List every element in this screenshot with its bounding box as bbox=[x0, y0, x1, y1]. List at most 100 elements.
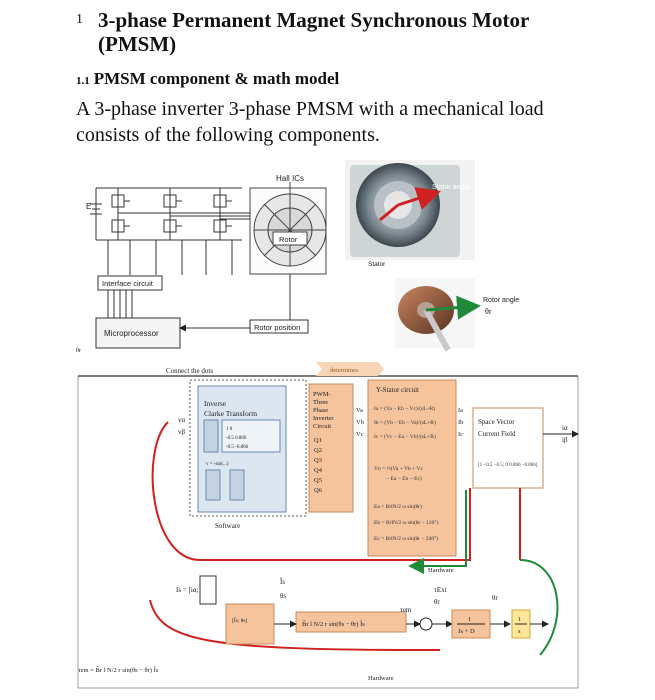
ic-label: Ic bbox=[458, 431, 463, 438]
hardware-label-upper: Hardware bbox=[428, 567, 454, 574]
svg-text:Vn = ⅓(Va + Vb + Vc: Vn = ⅓(Va + Vb + Vc bbox=[374, 465, 424, 472]
microprocessor-box bbox=[95, 317, 181, 349]
pwm-line-3: Phase bbox=[313, 407, 328, 414]
svg-text:Ea = BrlN/2 ω sin(θr): Ea = BrlN/2 ω sin(θr) bbox=[374, 503, 422, 510]
q4-label: Q4 bbox=[314, 467, 323, 474]
space-vector-title-2: Current Field bbox=[478, 430, 516, 438]
torque-formula: B̂r l N/2 r sin(θs − θr) Îs bbox=[302, 620, 365, 628]
theta-r-small: θr bbox=[434, 598, 440, 606]
vc-label: Vc bbox=[356, 431, 364, 438]
rotor-position-box bbox=[249, 319, 309, 334]
stator-circuit-title: Y-Stator circuit bbox=[376, 386, 419, 394]
pwm-line-2: Three bbox=[313, 399, 328, 406]
dc-source-label: E bbox=[86, 202, 91, 211]
subsection-title: PMSM component & math model bbox=[93, 69, 340, 88]
determines-label: determines bbox=[330, 367, 359, 374]
int-numerator: 1 bbox=[518, 616, 521, 623]
q3-label: Q3 bbox=[314, 457, 322, 464]
software-region bbox=[189, 379, 307, 517]
switch-labels: Q1 Q2 Q3 Q4 Q5 Q6 bbox=[314, 437, 323, 494]
pwm-inverter-block bbox=[308, 383, 354, 513]
ia-label: Ia bbox=[458, 407, 463, 414]
inverse-clarke-title-1: Inverse bbox=[204, 399, 227, 408]
red-feedback-wire bbox=[151, 421, 471, 561]
motor-drawing bbox=[249, 182, 327, 275]
q2-label: Q2 bbox=[314, 447, 322, 454]
red-lower-wire bbox=[149, 599, 440, 651]
theta-s-label: θs bbox=[280, 592, 286, 600]
interface-circuit-label: Interface circuit bbox=[102, 279, 154, 288]
stator-photo bbox=[345, 160, 475, 260]
space-vector-block bbox=[472, 407, 544, 489]
rotor-photo bbox=[395, 278, 481, 352]
svg-text:Eb = BrlN/2 ω sin(θr − 120°): Eb = BrlN/2 ω sin(θr − 120°) bbox=[374, 519, 439, 526]
i-beta-out: iβ bbox=[562, 436, 568, 444]
is-hat-label: Îs bbox=[280, 578, 285, 586]
svg-text:Ia = (Va − Eb − Vc)/(sL+R): Ia = (Va − Eb − Vc)/(sL+R) bbox=[374, 405, 435, 412]
i-alpha-out: iα bbox=[562, 424, 568, 432]
tf-numerator: 1 bbox=[468, 616, 471, 623]
rotor-angle-symbol: θr bbox=[485, 307, 492, 316]
theta-r-out: θr bbox=[492, 594, 498, 602]
svg-text:-0.5 -0.866: -0.5 -0.866 bbox=[226, 445, 249, 450]
inverter-schematic bbox=[90, 187, 254, 275]
pwm-label-lines: PWM- Three Phase Inverter Circuit bbox=[313, 391, 334, 430]
pwm-line-5: Circuit bbox=[313, 423, 331, 430]
ib-label: Ib bbox=[458, 419, 463, 426]
stator-circuit-block bbox=[367, 379, 457, 557]
torque-equation-margin: τem = B̂r l N/2 r sin(θs − θr) Îs bbox=[78, 666, 159, 674]
tf-denominator: Js + D bbox=[458, 628, 475, 635]
v-beta-label: vβ bbox=[178, 428, 186, 436]
body-paragraph: A 3-phase inverter 3-phase PMSM with a m… bbox=[76, 98, 544, 146]
is-vector-label: Is = [iα; iβ] bbox=[176, 586, 208, 594]
inverse-clarke-title-2: Clarke Transform bbox=[204, 409, 257, 418]
tau-em-label: τem bbox=[400, 606, 412, 614]
inverter-leg-2 bbox=[163, 188, 182, 240]
subsection-number: 1.1 bbox=[76, 75, 90, 87]
stator-angle-label: Stator angle bbox=[432, 184, 470, 191]
svg-text:1 0: 1 0 bbox=[226, 427, 233, 432]
tau-ext-label: τExt bbox=[434, 586, 447, 594]
stator-label: Stator bbox=[368, 261, 386, 268]
svg-text:-0.5 0.866: -0.5 0.866 bbox=[226, 436, 247, 441]
stator-equations: Ia = (Va − Eb − Vc)/(sL+R) Ib = (Vb − Eb… bbox=[374, 405, 439, 542]
pwm-line-4: Inverter bbox=[313, 415, 334, 422]
software-label: Software bbox=[215, 522, 240, 530]
hall-ics-label: Hall ICs bbox=[276, 174, 304, 183]
v-alpha-label: vα bbox=[178, 416, 186, 424]
inverter-leg-1 bbox=[111, 188, 130, 240]
summing-junction bbox=[419, 617, 433, 631]
svg-text:v = -sin(...): v = -sin(...) bbox=[206, 462, 229, 467]
section-title: 3-phase Permanent Magnet Synchronous Mot… bbox=[98, 8, 529, 56]
space-vector-matrix: [1 −0.5 −0.5; 0 0.866 −0.866] bbox=[478, 463, 538, 468]
clarke-matrix: 1 0 -0.5 0.866 -0.5 -0.866 v = -sin(...) bbox=[203, 419, 281, 501]
polar-conversion-block bbox=[225, 603, 275, 645]
polar-conversion-text: [Îs; θs] bbox=[232, 616, 247, 624]
rotor-label: Rotor bbox=[279, 235, 298, 244]
vb-label: Vb bbox=[356, 419, 364, 426]
hardware-label-lower: Hardware bbox=[368, 675, 394, 682]
svg-text:Ib = (Vb − Eb − Va)/(sL+R): Ib = (Vb − Eb − Va)/(sL+R) bbox=[374, 419, 436, 426]
svg-text:− Ea − Eb − Ec): − Ea − Eb − Ec) bbox=[386, 475, 422, 482]
interface-circuit-box bbox=[97, 275, 163, 291]
q1-label: Q1 bbox=[314, 437, 322, 444]
int-denominator: s bbox=[518, 628, 521, 635]
green-lower-wire bbox=[519, 559, 559, 656]
green-feedback-wire bbox=[408, 490, 467, 574]
svg-text:Ic = (Vc − Ea − Vb)/(sL+R): Ic = (Vc − Ea − Vb)/(sL+R) bbox=[374, 433, 436, 440]
va-label: Va bbox=[356, 407, 363, 414]
connect-dots-label: Connect the dots bbox=[166, 367, 213, 375]
rotor-angle-label: Rotor angle bbox=[483, 297, 519, 304]
inverter-leg-3 bbox=[213, 188, 232, 240]
microprocessor-label: Microprocessor bbox=[104, 329, 159, 338]
q5-label: Q5 bbox=[314, 477, 322, 484]
space-vector-title-1: Space Vector bbox=[478, 418, 515, 426]
determines-ribbon bbox=[316, 362, 384, 376]
theta-margin-label: θr bbox=[76, 348, 81, 354]
pwm-line-1: PWM- bbox=[313, 391, 331, 398]
rotor-position-label: Rotor position bbox=[254, 323, 300, 332]
section-number: 1 bbox=[76, 12, 83, 27]
q6-label: Q6 bbox=[314, 487, 323, 494]
